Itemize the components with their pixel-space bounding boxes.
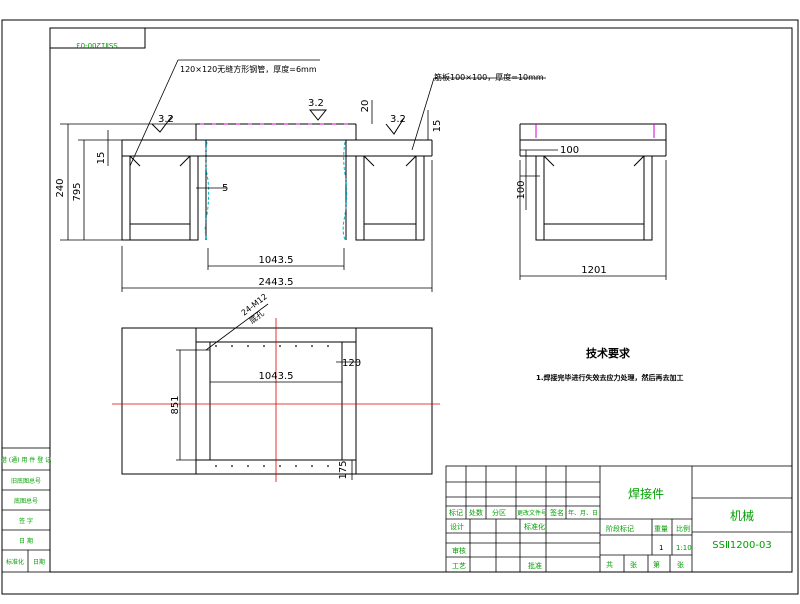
lbl-count: 处数 — [469, 508, 483, 517]
dim-100-side-v: 100 — [516, 180, 527, 199]
drawing-code: SSⅡ1200-03 — [712, 540, 771, 551]
dim-1043-plan: 1043.5 — [259, 371, 294, 382]
val-scale: 1:10 — [676, 544, 692, 552]
side-dims — [519, 149, 667, 280]
side-bottom-std: 标准化 — [6, 558, 24, 566]
lbl-check: 审核 — [452, 546, 466, 555]
dim-795: 795 — [72, 182, 83, 201]
mirrored-code: SSⅡ1200-03 — [76, 41, 118, 49]
side-row-borrow: 借 (通) 用 件 登 记 — [1, 456, 51, 464]
lbl-weight: 重量 — [654, 525, 668, 533]
lbl-date: 年、月、日 — [568, 509, 598, 517]
side-row-sign: 签 字 — [19, 517, 33, 525]
lbl-standard: 标准化 — [524, 522, 545, 531]
tech-line-1: 1.焊接完毕进行失效去应力处理，然后再去加工 — [536, 373, 684, 382]
dim-20: 20 — [360, 100, 371, 113]
hole-dots — [215, 345, 329, 467]
dim-15b: 15 — [432, 120, 443, 133]
dim-15a: 15 — [96, 152, 107, 165]
dim-175: 175 — [338, 460, 349, 479]
plan-view — [121, 327, 433, 475]
val-qty: 1 — [659, 544, 663, 552]
part-name: 焊接件 — [628, 486, 664, 501]
code-box — [49, 27, 146, 49]
note-plate: 筋板100×100，厚度=10mm — [434, 72, 544, 82]
unit-name: 机械 — [730, 508, 754, 523]
roughness-symbol-center — [308, 109, 328, 121]
lbl-sign: 签名 — [550, 508, 564, 517]
dim-240: 240 — [55, 178, 66, 197]
title-block — [445, 465, 793, 573]
roughness-symbol-left — [151, 115, 173, 133]
dim-5: 5 — [222, 183, 228, 194]
side-block — [1, 447, 51, 573]
dim-851: 851 — [170, 395, 181, 414]
lbl-mark: 标记 — [449, 508, 463, 517]
tech-title: 技术要求 — [586, 346, 631, 360]
lbl-designer: 设计 — [450, 522, 464, 531]
title-labels: 标记 处数 分区 更改文件号 签名 年、月、日 设计 标准化 阶段标记 重量 比… — [449, 508, 692, 570]
lbl-stage: 阶段标记 — [606, 524, 634, 533]
front-dims — [60, 59, 546, 292]
inner-frame — [49, 27, 793, 573]
roughness-center: 3.2 — [308, 98, 324, 109]
dim-120: 120 — [342, 358, 361, 369]
lbl-sheet1: 张 — [630, 560, 637, 569]
outer-frame — [1, 19, 799, 595]
front-view — [121, 123, 433, 241]
lbl-scale: 比例 — [676, 524, 690, 533]
lbl-change-doc: 更改文件号 — [517, 509, 547, 517]
dim-1043-front: 1043.5 — [259, 255, 294, 266]
side-row-old: 旧底图总号 — [11, 477, 41, 485]
roughness-right: 3.2 — [390, 114, 406, 125]
lbl-no: 第 — [653, 560, 660, 569]
side-view — [519, 123, 667, 241]
lbl-approve: 批准 — [528, 561, 542, 570]
note-tube: 120×120无缝方形钢管，厚度=6mm — [180, 64, 317, 74]
roughness-symbol-right — [385, 117, 405, 135]
dim-2443: 2443.5 — [259, 277, 294, 288]
roughness-left: 3.2 — [158, 114, 174, 125]
side-row-base: 底图总号 — [14, 497, 38, 505]
lbl-process: 工艺 — [452, 562, 466, 570]
lbl-zone: 分区 — [492, 508, 506, 517]
lbl-total: 共 — [606, 560, 613, 569]
side-bottom-date: 日期 — [33, 558, 45, 566]
lbl-sheet2: 张 — [677, 560, 684, 569]
side-row-date: 日 期 — [19, 537, 33, 545]
dim-100-side: 100 — [560, 145, 579, 156]
plan-dims — [176, 303, 360, 480]
dim-1201: 1201 — [581, 265, 606, 276]
